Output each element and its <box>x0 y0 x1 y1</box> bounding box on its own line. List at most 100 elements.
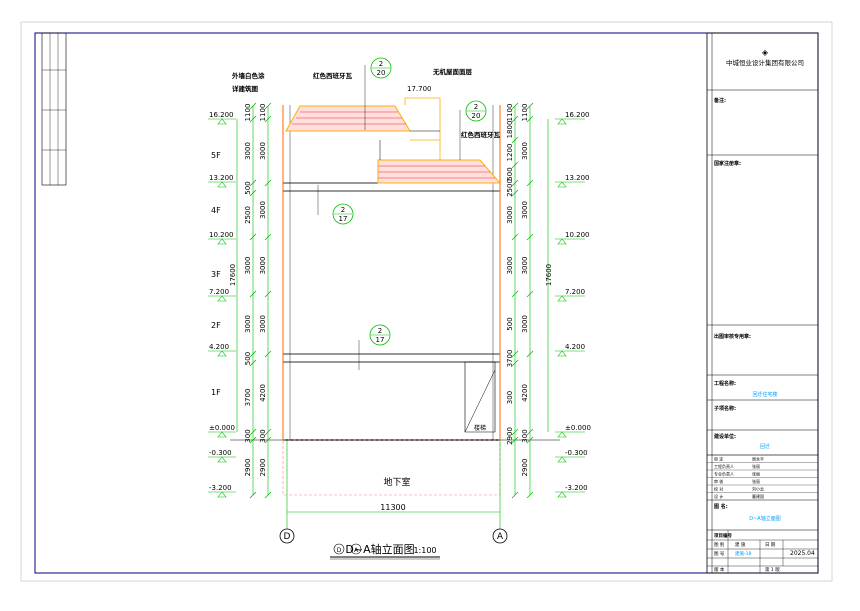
building-elevation <box>230 65 560 496</box>
dim-left-outer: 3000 <box>259 257 267 275</box>
dim-right-outer: 300 <box>521 429 529 442</box>
elevation-left: -0.300 <box>209 449 232 457</box>
dim-left-inner: 1100 <box>244 104 252 122</box>
dim-right-inner: 1200 <box>506 144 514 162</box>
floor-label: 3F <box>211 270 221 279</box>
dim-left-outer: 1100 <box>259 104 267 122</box>
dim-left-inner: 2500 <box>244 206 252 224</box>
note-roof: 无机屋面面层 <box>432 67 473 76</box>
dim-left-inner: 3700 <box>244 389 252 407</box>
elevation-right: -0.300 <box>565 449 588 457</box>
drawing-title-text: D~A轴立面图 <box>345 542 414 556</box>
tb-review-label: 出图审核专用章: <box>714 333 751 340</box>
dim-right-inner: 500 <box>506 317 514 330</box>
dim-right-inner: 2500 <box>506 179 514 197</box>
tb-drawing-name: D~A轴立面图 <box>749 515 780 522</box>
dim-right-inner: 3700 <box>506 350 514 368</box>
note-red-tile-2: 红色西班牙瓦 <box>461 130 501 139</box>
tb-role-name: 张丽 <box>752 478 760 484</box>
tb-role: 校 对 <box>714 486 723 492</box>
tb-category: 建 施 <box>735 541 746 548</box>
callout-sheet-no: 17 <box>339 215 348 223</box>
tb-project-name: 回迁住宅楼 <box>752 391 777 398</box>
callout-detail-no: 2 <box>474 103 478 111</box>
tb-sheet-label: 第 1 版 <box>765 566 780 573</box>
dim-left-total: 17600 <box>229 264 237 286</box>
tb-role-name: 张丽 <box>752 471 760 477</box>
tb-client: 回迁 <box>760 443 770 450</box>
company-name: 中城恒业设计集团有限公司 <box>726 58 804 67</box>
callout-sheet-no: 20 <box>472 112 481 120</box>
floor-label: 4F <box>211 206 221 215</box>
tb-project-no-label: 项目编号 <box>714 532 732 539</box>
axis-label-d: D <box>284 532 291 542</box>
dim-left-inner: 3000 <box>244 315 252 333</box>
tb-project-label: 工程名称: <box>714 380 736 387</box>
dim-right-outer: 3000 <box>521 201 529 219</box>
total-width-dim: 11300 <box>380 503 405 512</box>
tb-subitem-label: 子项名称: <box>714 405 736 412</box>
callout-sheet-no: 17 <box>376 336 385 344</box>
basement-outline <box>282 439 501 496</box>
title-circle-a: A <box>354 547 359 554</box>
drawing-title: D A D~A轴立面图 1:100 <box>330 542 440 560</box>
tb-seal-label: 国家注册章: <box>714 160 741 167</box>
tb-role-name: 曹建国 <box>752 493 764 499</box>
binding-strip <box>41 32 67 186</box>
basement-label: 地下室 <box>383 476 410 488</box>
tb-date: 2025.04 <box>790 550 815 557</box>
dim-left-outer: 2900 <box>259 459 267 477</box>
callout-detail-no: 2 <box>379 60 383 68</box>
elevation-left: ±0.000 <box>209 424 235 432</box>
callout-sheet-no: 20 <box>377 69 386 77</box>
dim-right-outer: 4200 <box>521 384 529 402</box>
floor-label: 2F <box>211 321 221 330</box>
floor-label: 5F <box>211 151 221 160</box>
callout-detail-no: 2 <box>378 327 382 335</box>
dim-right-outer: 3000 <box>521 257 529 275</box>
drawing-scale: 1:100 <box>413 546 436 555</box>
dim-left-inner: 2900 <box>244 459 252 477</box>
tb-date-label: 日 期 <box>765 542 776 548</box>
slab-2f <box>282 353 501 363</box>
tb-role: 专业负责人 <box>714 471 734 477</box>
dim-right-inner: 1800 <box>506 121 514 139</box>
dim-right-outer: 3000 <box>521 315 529 333</box>
note-red-tile-1: 红色西班牙瓦 <box>313 71 353 80</box>
company-logo-icon: ◈ <box>762 48 769 57</box>
elevation-left: -3.200 <box>209 484 232 492</box>
dim-left-outer: 300 <box>259 429 267 442</box>
dim-right-inner: 1100 <box>506 104 514 122</box>
axis-label-a: A <box>497 532 504 542</box>
dim-left-outer: 3000 <box>259 315 267 333</box>
dim-right-inner: 3000 <box>506 257 514 275</box>
tb-role: 工程负责人 <box>714 463 734 469</box>
tb-role: 审 核 <box>714 478 723 484</box>
tb-role: 审 定 <box>714 456 723 462</box>
detail-callout: 217 <box>369 324 391 346</box>
tb-version-label: 版 本 <box>714 566 725 573</box>
dim-left-inner: 500 <box>244 352 252 365</box>
dim-right-outer: 2900 <box>521 459 529 477</box>
slab-5f <box>282 182 501 192</box>
dim-right-outer: 3000 <box>521 142 529 160</box>
tb-client-label: 建设单位: <box>713 433 736 440</box>
note-roof-elevation: 17.700 <box>407 85 432 93</box>
note-exterior-wall: 外墙白色涂 <box>232 71 265 80</box>
detail-callout: 217 <box>332 203 354 225</box>
title-circle-d: D <box>337 547 342 554</box>
elevation-right: 16.200 <box>565 111 590 119</box>
dim-left-inner: 3000 <box>244 257 252 275</box>
dim-left-inner: 300 <box>244 429 252 442</box>
dim-right-inner: 3000 <box>506 206 514 224</box>
dim-right-total: 17600 <box>545 264 553 286</box>
tb-drawing-no: 建施-18 <box>735 550 751 557</box>
elevation-right: 4.200 <box>565 343 585 351</box>
elevation-markers: 16.20013.20010.2007.2004.200±0.000-0.300… <box>208 111 591 498</box>
dim-left-outer: 4200 <box>259 384 267 402</box>
tb-role: 设 计 <box>714 493 723 499</box>
tb-role-name: 周永平 <box>752 456 764 462</box>
